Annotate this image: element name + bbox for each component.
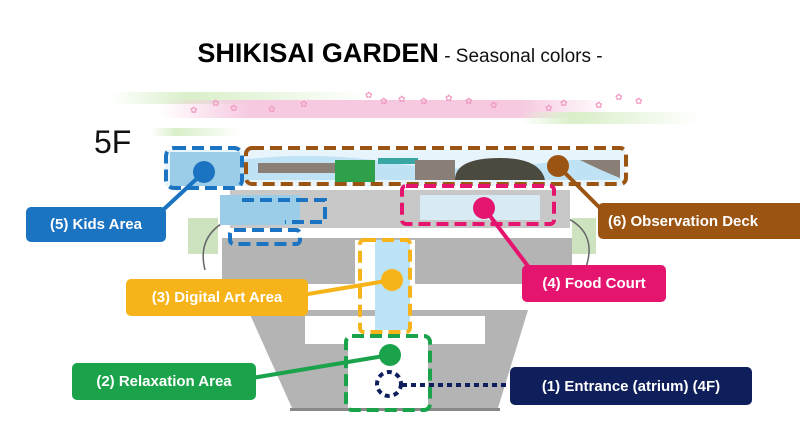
relaxation-marker bbox=[379, 344, 401, 366]
svg-text:✿: ✿ bbox=[398, 94, 406, 104]
kids-area-zone-lower bbox=[242, 198, 327, 224]
digital-art-marker bbox=[381, 269, 403, 291]
svg-text:✿: ✿ bbox=[635, 96, 643, 106]
svg-text:✿: ✿ bbox=[212, 98, 220, 108]
svg-text:✿: ✿ bbox=[595, 100, 603, 110]
svg-text:✿: ✿ bbox=[268, 104, 276, 114]
label-digital-art-area: (3) Digital Art Area bbox=[126, 279, 308, 316]
svg-text:✿: ✿ bbox=[615, 92, 623, 102]
title-main: SHIKISAI GARDEN bbox=[197, 38, 439, 68]
svg-text:✿: ✿ bbox=[560, 98, 568, 108]
food-court-marker bbox=[473, 197, 495, 219]
svg-text:✿: ✿ bbox=[190, 105, 198, 115]
title-subtitle: - Seasonal colors - bbox=[438, 46, 603, 67]
relaxation-zone bbox=[344, 334, 432, 412]
map-title: SHIKISAI GARDEN - Seasonal colors - bbox=[0, 38, 800, 69]
label-relaxation-area: (2) Relaxation Area bbox=[72, 363, 256, 400]
label-observation-deck: (6) Observation Deck bbox=[598, 203, 800, 239]
observation-deck-marker bbox=[547, 155, 569, 177]
svg-text:✿: ✿ bbox=[545, 103, 553, 113]
svg-text:✿: ✿ bbox=[300, 99, 308, 109]
svg-text:✿: ✿ bbox=[380, 96, 388, 106]
kids-area-zone-small bbox=[228, 228, 302, 246]
label-food-court: (4) Food Court bbox=[522, 265, 666, 302]
entrance-atrium-zone bbox=[375, 370, 403, 398]
floor-label: 5F bbox=[94, 124, 132, 160]
seasonal-color-bands: ✿ ✿ ✿ ✿ ✿ ✿ ✿ ✿ ✿ ✿ ✿ ✿ ✿ ✿ ✿ ✿ ✿ bbox=[110, 90, 700, 136]
svg-text:✿: ✿ bbox=[490, 100, 498, 110]
svg-text:✿: ✿ bbox=[445, 93, 453, 103]
digital-art-zone bbox=[358, 238, 412, 334]
food-court-zone bbox=[400, 184, 556, 226]
kids-area-zone bbox=[164, 146, 244, 190]
svg-text:✿: ✿ bbox=[365, 90, 373, 100]
label-entrance-atrium: (1) Entrance (atrium) (4F) bbox=[510, 367, 752, 405]
svg-text:✿: ✿ bbox=[230, 103, 238, 113]
svg-text:✿: ✿ bbox=[465, 96, 473, 106]
kids-area-marker bbox=[193, 161, 215, 183]
label-kids-area: (5) Kids Area bbox=[26, 207, 166, 242]
svg-text:✿: ✿ bbox=[420, 96, 428, 106]
